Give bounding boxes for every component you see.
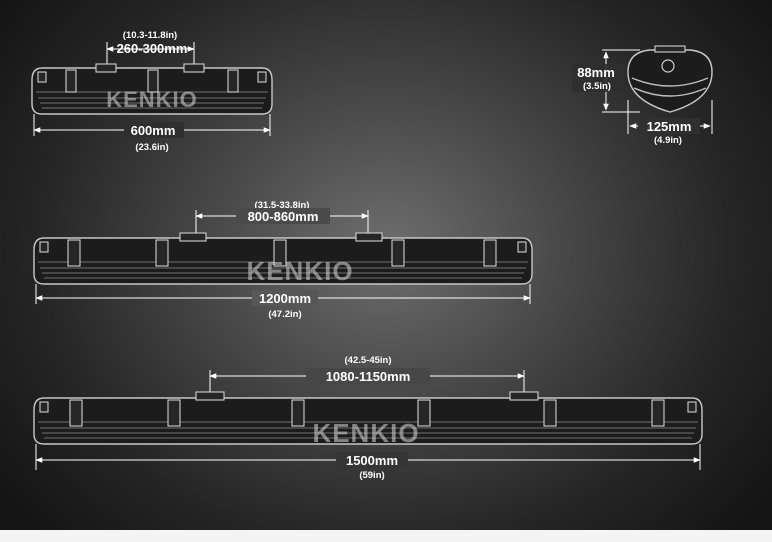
cross-section-width-dimension: 125mm (4.9in) — [627, 100, 713, 146]
lamp-600-mount-dimension: (10.3-11.8in) 260-300mm — [106, 30, 195, 70]
lamp-600-length-inches: (23.6in) — [135, 142, 168, 153]
lamp-1500-length-mm: 1500mm — [346, 453, 398, 468]
lamp-1200: (31.5-33.8in) 800-860mm KENKIO — [33, 200, 533, 320]
lamp-1500-length-inches: (59in) — [359, 470, 384, 481]
lamp-600: (10.3-11.8in) 260-300mm KENKIO — [31, 30, 273, 153]
lamp-1200-body — [33, 232, 533, 285]
lamp-1500-body — [33, 391, 703, 445]
lamp-600-mount-mm: 260-300mm — [117, 41, 188, 56]
lamp-600-body — [31, 63, 273, 115]
lamp-1500-mount-mm: 1080-1150mm — [326, 369, 411, 384]
cross-section-width-inches: (4.9in) — [654, 135, 682, 146]
lamp-1500-overall-dimension: 1500mm (59in) — [35, 444, 701, 481]
lamp-1200-mount-dimension: (31.5-33.8in) 800-860mm — [195, 200, 369, 236]
bottom-strip — [0, 530, 772, 542]
lamp-600-overall-dimension: 600mm (23.6in) — [33, 114, 271, 153]
lamp-1200-brand-watermark: KENKIO — [246, 256, 353, 286]
lamp-600-mount-inches: (10.3-11.8in) — [123, 30, 177, 41]
cross-section-height-mm: 88mm — [577, 65, 615, 80]
lamp-1200-mount-mm: 800-860mm — [248, 209, 319, 224]
lamp-600-length-mm: 600mm — [131, 123, 176, 138]
diagram-canvas: (10.3-11.8in) 260-300mm KENKIO — [31, 30, 713, 481]
cross-section-height-inches: (3.5in) — [583, 81, 611, 92]
lamp-1200-overall-dimension: 1200mm (47.2in) — [35, 284, 531, 320]
cross-section-height-dimension: 88mm (3.5in) — [572, 49, 640, 113]
cross-section: 88mm (3.5in) 125mm (4.9in) — [572, 45, 713, 146]
lamp-1500: (42.5-45in) 1080-1150mm KENKIO — [33, 355, 703, 481]
lamp-1500-mount-dimension: (42.5-45in) 1080-1150mm — [209, 355, 525, 398]
lamp-600-brand-watermark: KENKIO — [106, 87, 198, 112]
lamp-1200-length-inches: (47.2in) — [268, 309, 301, 320]
lamp-1500-mount-inches: (42.5-45in) — [345, 355, 392, 366]
lamp-1200-mount-inches: (31.5-33.8in) — [255, 200, 310, 211]
lamp-1200-length-mm: 1200mm — [259, 291, 311, 306]
lamp-1500-brand-watermark: KENKIO — [312, 418, 419, 448]
cross-section-width-mm: 125mm — [647, 119, 692, 134]
